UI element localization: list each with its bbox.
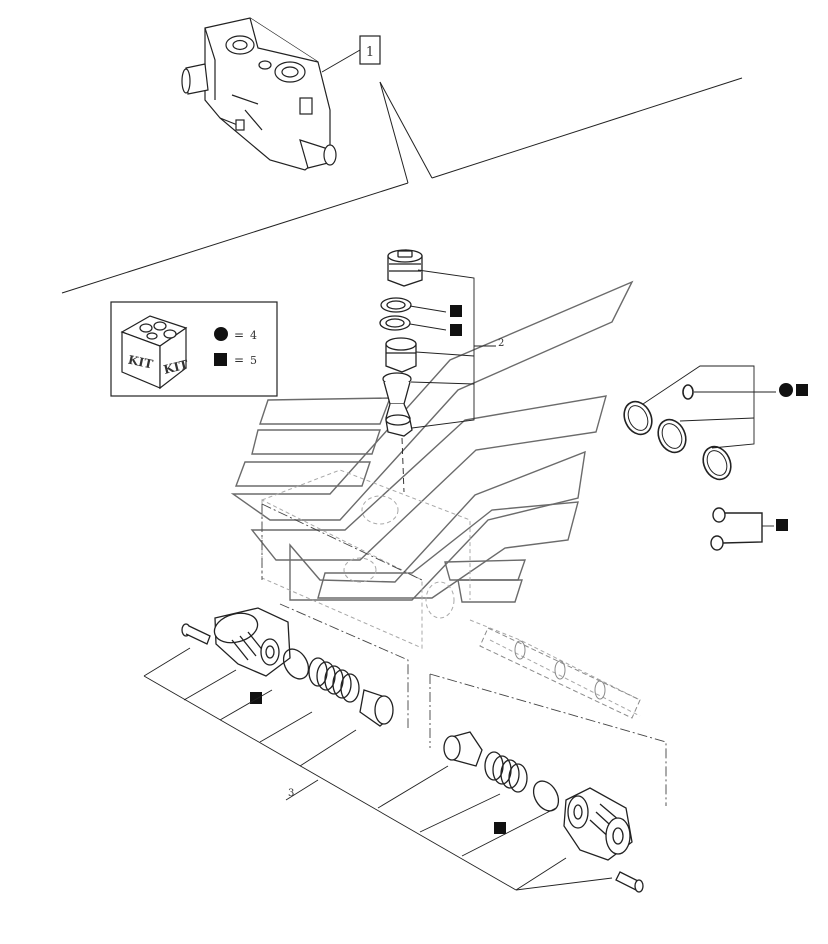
square-eq: =: [234, 353, 244, 367]
watermark-chevrons: [230, 280, 634, 603]
centerlines: [261, 503, 667, 806]
kit-square-marker-f: [494, 822, 506, 834]
end-cap-left-assembly: [181, 607, 394, 727]
callout-3-leaders: [143, 647, 613, 891]
callout-1-label: 1: [366, 45, 374, 60]
callout-1: 1: [321, 35, 433, 184]
end-cap-right-assembly: [443, 731, 644, 893]
square-value: 5: [250, 354, 257, 367]
kit-square-marker-e: [250, 692, 262, 704]
section-divider: [61, 77, 743, 294]
o-ring-group-large: [623, 384, 732, 481]
o-ring-group-large-leaders: [642, 365, 776, 449]
circle-eq: =: [234, 328, 244, 342]
kit-square-marker-a: [450, 305, 462, 317]
callout-2-label: 2: [498, 338, 504, 349]
kit-circle-marker: [779, 383, 793, 397]
o-ring-group-small: [710, 507, 774, 551]
cap-o-ring-left: [282, 648, 310, 680]
circle-marker-icon: [214, 327, 228, 341]
valve-body-assembly: [181, 17, 337, 171]
cap-o-ring-right: [532, 780, 560, 812]
kit-word-right: KIT: [162, 357, 190, 377]
kit-box-icon: [120, 315, 188, 390]
kit-square-marker-b: [450, 324, 462, 336]
callout-3-label: 3: [288, 788, 294, 799]
kit-word-left: KIT: [127, 353, 154, 372]
kit-square-marker-d: [776, 519, 788, 531]
spool-phantom: [479, 627, 641, 719]
valve-stack: [379, 249, 423, 437]
kit-legend: KIT KIT = 4 = 5: [110, 301, 278, 397]
spring-right: [484, 751, 528, 793]
square-marker-icon: [214, 353, 227, 366]
callout-2: [401, 269, 496, 493]
kit-square-marker-c: [796, 384, 808, 396]
circle-value: 4: [250, 329, 257, 342]
spring-left: [308, 657, 360, 703]
